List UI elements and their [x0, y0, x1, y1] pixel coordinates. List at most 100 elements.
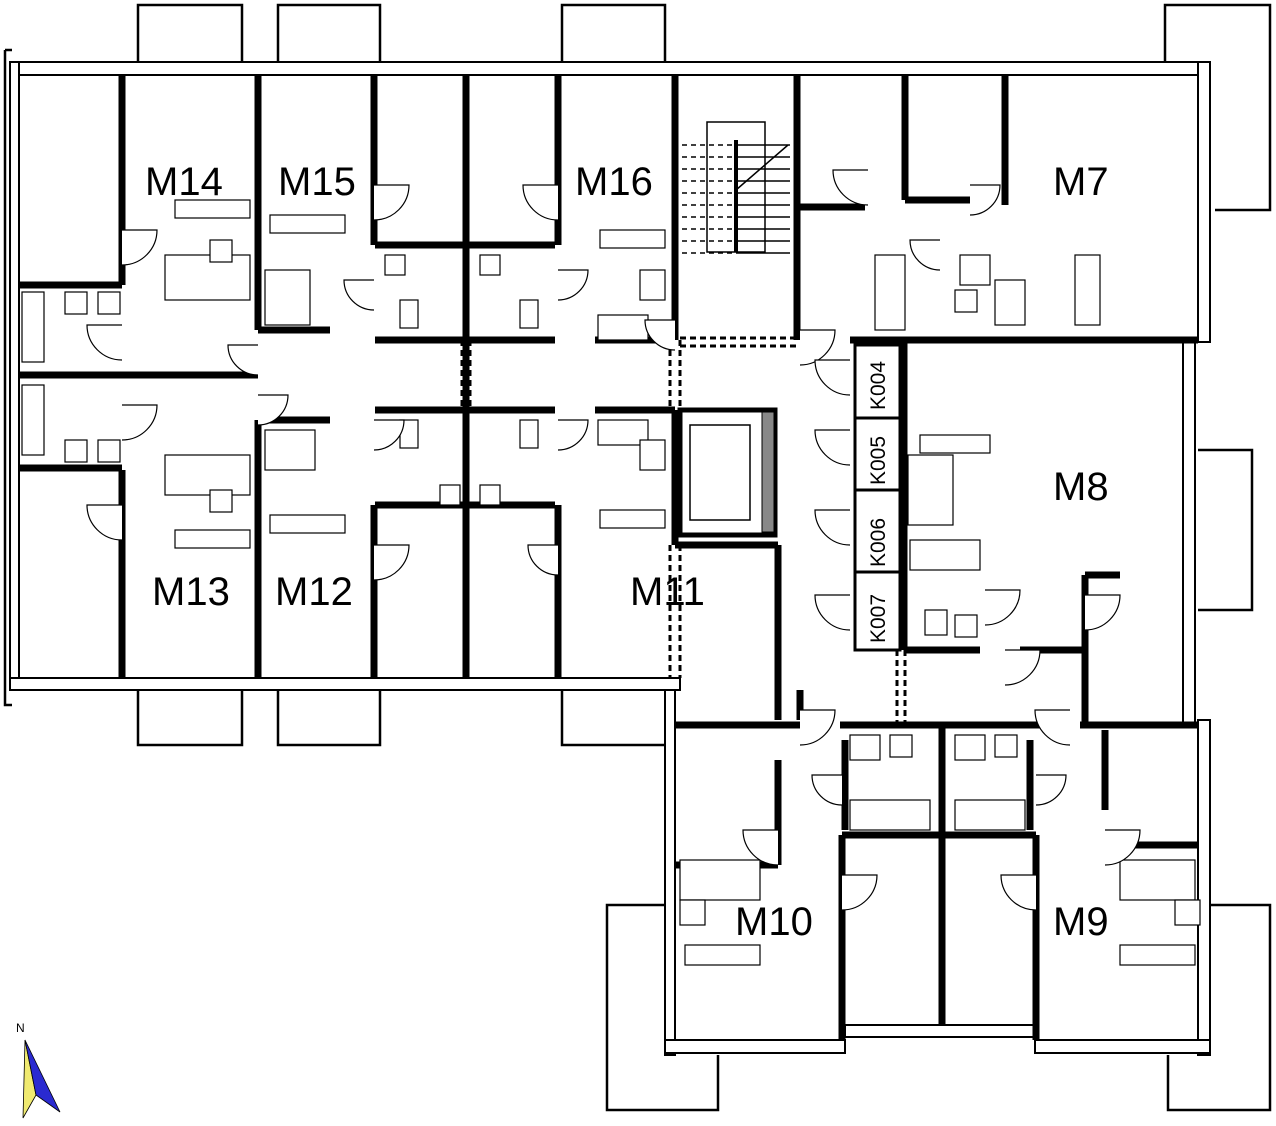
north-arrow-icon: N — [16, 1021, 61, 1119]
fixture — [97, 439, 121, 463]
fixture — [519, 299, 539, 329]
label-m12: M12 — [275, 570, 353, 614]
door-swing — [557, 419, 589, 451]
fixture — [164, 254, 251, 301]
door-swing — [257, 394, 289, 426]
label-k007: K007 — [867, 594, 890, 643]
door-swing — [1000, 874, 1037, 911]
fixture — [639, 439, 666, 471]
door-swing — [1004, 649, 1041, 686]
door-swing — [86, 504, 123, 541]
apartment-labels: M14 M15 M16 M7 M8 M13 M12 M11 M10 M9 — [145, 160, 1109, 944]
fixture — [479, 254, 501, 276]
fixtures — [21, 199, 1201, 966]
fixture — [874, 254, 906, 331]
door-swing — [909, 239, 941, 271]
fixture — [519, 419, 539, 449]
fixture — [21, 291, 45, 363]
north-label: N — [16, 1021, 25, 1035]
fixture — [384, 254, 406, 276]
door-swing — [799, 329, 836, 366]
door-swing — [1034, 709, 1071, 746]
fixture — [439, 484, 461, 506]
fixture — [97, 291, 121, 315]
fixture — [399, 299, 419, 329]
fixture — [209, 489, 233, 513]
fixture — [1119, 859, 1196, 901]
door-swing — [373, 544, 410, 581]
fixture — [954, 614, 978, 638]
label-m10: M10 — [735, 900, 813, 944]
door-swing — [373, 184, 410, 221]
fixture — [269, 214, 346, 234]
label-k005: K005 — [867, 436, 890, 485]
label-k006: K006 — [867, 518, 890, 567]
door-swing — [984, 589, 1021, 626]
fixture — [174, 199, 251, 219]
door-swing — [527, 544, 559, 576]
door-swing — [814, 509, 851, 546]
fixture — [479, 484, 501, 506]
label-k004: K004 — [867, 361, 890, 410]
door-swing — [227, 344, 259, 376]
label-m15: M15 — [278, 160, 356, 204]
dashed-boundaries — [460, 336, 907, 725]
door-swing — [1084, 594, 1121, 631]
storage-units — [853, 343, 902, 652]
staircase — [682, 121, 790, 254]
fixture — [994, 279, 1026, 326]
door-swing — [343, 279, 375, 311]
storage-labels: K004 K005 K006 K007 — [867, 361, 890, 643]
fixture — [849, 734, 881, 761]
fixture — [64, 291, 88, 315]
label-m8: M8 — [1053, 465, 1109, 509]
fixture — [954, 799, 1026, 831]
fixture — [64, 439, 88, 463]
label-m16: M16 — [575, 160, 653, 204]
door-swing — [373, 419, 405, 451]
fixture — [889, 734, 913, 758]
door-swing — [814, 359, 851, 396]
fixture — [1074, 254, 1101, 326]
fixture — [924, 609, 948, 636]
door-swing — [522, 184, 559, 221]
fixture — [1119, 944, 1196, 966]
door-swing — [86, 324, 123, 361]
fixture — [1174, 899, 1201, 926]
exterior-walls — [9, 61, 1211, 1056]
fixture — [954, 734, 986, 761]
label-m9: M9 — [1053, 900, 1109, 944]
door-swing — [811, 774, 843, 806]
fixture — [907, 454, 954, 526]
fixture — [209, 239, 233, 263]
fixture — [994, 734, 1018, 758]
door-swing — [557, 269, 589, 301]
door-swing — [799, 709, 836, 746]
door-swing — [841, 874, 878, 911]
fixture — [639, 269, 666, 301]
fixture — [264, 429, 316, 471]
fixture — [679, 859, 761, 901]
label-m7: M7 — [1053, 160, 1109, 204]
fixture — [597, 314, 649, 341]
fixture — [164, 454, 251, 496]
fixture — [679, 899, 706, 926]
fixture — [599, 509, 666, 529]
label-m14: M14 — [145, 160, 223, 204]
door-swing — [814, 429, 851, 466]
fixture — [264, 269, 311, 326]
fixture — [21, 384, 45, 456]
door-swing — [742, 829, 779, 866]
fixture — [684, 944, 761, 966]
door-swing — [1035, 774, 1067, 806]
elevator — [677, 407, 778, 538]
door-swing — [814, 594, 851, 631]
fixture — [954, 289, 978, 313]
door-swing — [832, 169, 869, 206]
door-swing — [121, 229, 158, 266]
fixture — [599, 229, 666, 249]
fixture — [959, 254, 991, 286]
fixture — [269, 514, 346, 534]
fixture — [174, 529, 251, 549]
